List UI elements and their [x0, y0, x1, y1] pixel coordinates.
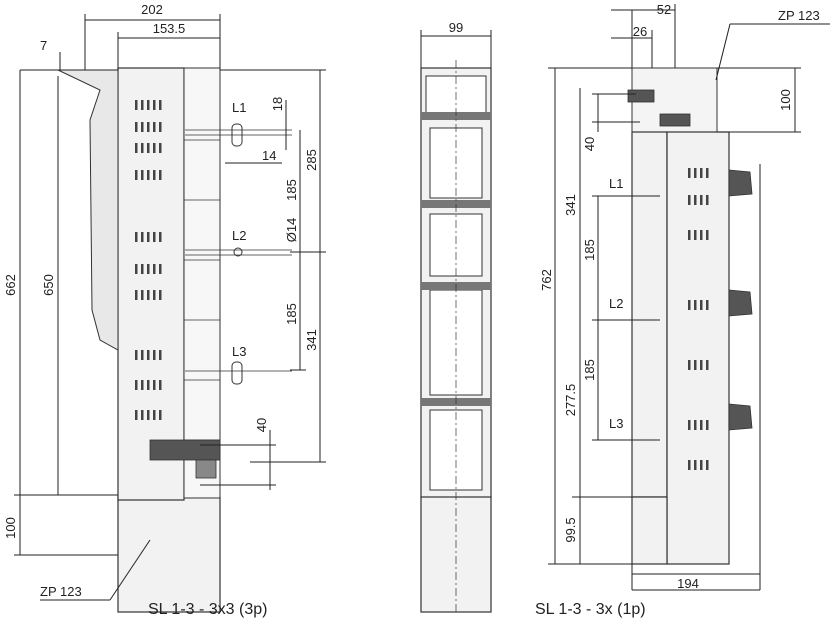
- left-dim-spacing-1: 185: [284, 179, 299, 201]
- right-dim-upper: 341: [563, 194, 578, 216]
- right-dim-top-block: 100: [778, 89, 793, 111]
- front-dim-width: 99: [449, 20, 463, 35]
- right-dim-lower: 277.5: [563, 384, 578, 417]
- left-zp-label: ZP 123: [40, 584, 82, 599]
- left-dim-L2-to-bottom: 341: [304, 329, 319, 351]
- left-dim-hole-dia: Ø14: [284, 218, 299, 243]
- right-dim-terminal: 40: [582, 137, 597, 151]
- caption-right: SL 1-3 - 3x (1p): [535, 601, 646, 618]
- left-dim-top-offset: 7: [40, 38, 47, 53]
- right-rail: [631, 131, 668, 498]
- right-view: 52 26 ZP 123 100 40 341 185 185 277.5 76…: [535, 2, 830, 618]
- right-dim-total-height: 762: [539, 269, 554, 291]
- left-cover: [57, 69, 119, 351]
- left-dim-top-to-L2: 285: [304, 149, 319, 171]
- right-knob-2: [728, 289, 753, 317]
- right-dim-base: 99.5: [563, 517, 578, 542]
- left-dim-base-height: 100: [3, 517, 18, 539]
- left-label-L1: L1: [232, 100, 246, 115]
- left-dim-bolt-length: 14: [262, 148, 276, 163]
- right-dim-spacing-2: 185: [582, 359, 597, 381]
- right-zp-label: ZP 123: [778, 8, 820, 23]
- caption-left: SL 1-3 - 3x3 (3p): [148, 601, 267, 618]
- right-dim-offset: 26: [633, 24, 647, 39]
- right-label-L1: L1: [609, 176, 623, 191]
- left-dim-bolt-width: 18: [270, 97, 285, 111]
- left-label-L3: L3: [232, 344, 246, 359]
- left-label-L2: L2: [232, 228, 246, 243]
- left-dim-terminal-height: 40: [254, 418, 269, 432]
- right-dim-depth: 194: [677, 576, 699, 591]
- left-base-block: [117, 496, 221, 613]
- right-dim-spacing-1: 185: [582, 239, 597, 261]
- left-dim-overall-width: 202: [141, 2, 163, 17]
- left-dim-inner-height: 650: [41, 274, 56, 296]
- left-dim-total-height: 662: [3, 274, 18, 296]
- left-bottom-connector: [149, 439, 221, 461]
- right-knob-1: [728, 169, 753, 197]
- right-label-L2: L2: [609, 296, 623, 311]
- left-terminal-L3: [231, 361, 243, 385]
- right-dim-width-top: 52: [657, 2, 671, 17]
- right-knob-3: [728, 403, 753, 431]
- left-view: 202 153.5 7 662 650 100 285 341 185 185 …: [3, 2, 326, 618]
- left-housing: [117, 67, 185, 501]
- right-label-L3: L3: [609, 416, 623, 431]
- left-dim-inner-width: 153.5: [153, 21, 186, 36]
- right-vent-slots: [688, 168, 709, 470]
- left-front-plate: [183, 67, 221, 499]
- front-view: 99: [420, 20, 492, 615]
- right-housing: [666, 131, 730, 565]
- left-vent-slots: [135, 100, 162, 420]
- left-dim-spacing-2: 185: [284, 303, 299, 325]
